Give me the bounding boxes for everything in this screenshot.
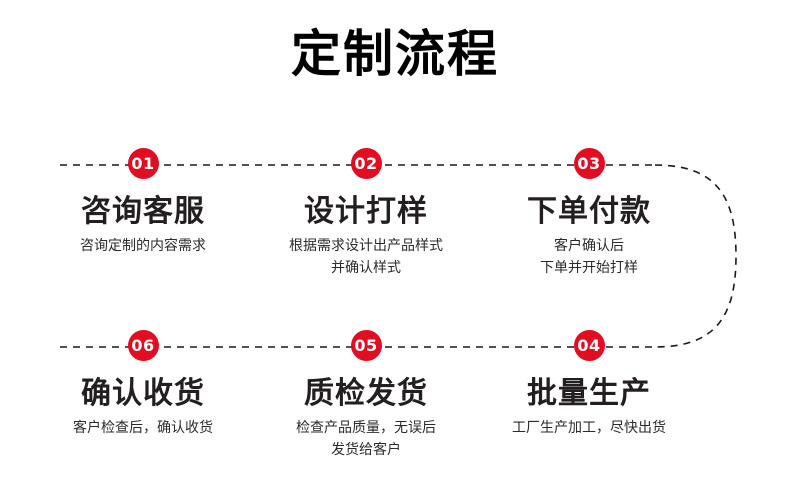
step-desc-02: 根据需求设计出产品样式 并确认样式: [289, 235, 443, 279]
step-title-01: 咨询客服: [81, 194, 205, 229]
step-desc-line: 咨询定制的内容需求: [80, 238, 206, 254]
step-desc-06: 客户检查后，确认收货: [73, 417, 213, 439]
page-title: 定制流程: [291, 25, 499, 83]
step-desc-03: 客户确认后 下单并开始打样: [540, 235, 638, 279]
step-badge-01: 01: [127, 148, 159, 179]
step-desc-line: 检查产品质量，无误后: [296, 420, 436, 436]
flow-step-03[interactable]: 03 下单付款 客户确认后 下单并开始打样: [478, 148, 700, 279]
flow-step-02[interactable]: 02 设计打样 根据需求设计出产品样式 并确认样式: [255, 148, 477, 279]
step-title-03: 下单付款: [527, 194, 651, 229]
step-badge-02: 02: [350, 148, 382, 179]
flow-step-06[interactable]: 06 确认收货 客户检查后，确认收货: [32, 330, 254, 461]
step-title-04: 批量生产: [527, 376, 651, 411]
flow-step-05[interactable]: 05 质检发货 检查产品质量，无误后 发货给客户: [255, 330, 477, 461]
step-title-02: 设计打样: [304, 194, 428, 229]
step-desc-line: 并确认样式: [331, 260, 401, 276]
step-title-06: 确认收货: [81, 376, 205, 411]
step-title-05: 质检发货: [304, 376, 428, 411]
flow-step-01[interactable]: 01 咨询客服 咨询定制的内容需求: [32, 148, 254, 279]
step-desc-line: 发货给客户: [331, 442, 401, 458]
flow-row-bottom: 06 确认收货 客户检查后，确认收货 05 质检发货 检查产品质量，无误后 发货…: [0, 330, 790, 461]
step-desc-line: 客户确认后: [554, 238, 624, 254]
step-desc-01: 咨询定制的内容需求: [80, 235, 206, 257]
step-desc-line: 下单并开始打样: [540, 260, 638, 276]
flow-row-top: 01 咨询客服 咨询定制的内容需求 02 设计打样 根据需求设计出产品样式 并确…: [0, 148, 790, 279]
step-badge-03: 03: [573, 148, 605, 179]
step-badge-06: 06: [127, 330, 159, 361]
step-desc-05: 检查产品质量，无误后 发货给客户: [296, 417, 436, 461]
step-desc-line: 根据需求设计出产品样式: [289, 238, 443, 254]
step-badge-04: 04: [573, 330, 605, 361]
step-desc-line: 客户检查后，确认收货: [73, 420, 213, 436]
step-desc-line: 工厂生产加工，尽快出货: [512, 420, 666, 436]
step-desc-04: 工厂生产加工，尽快出货: [512, 417, 666, 439]
flow-step-04[interactable]: 04 批量生产 工厂生产加工，尽快出货: [478, 330, 700, 461]
step-badge-05: 05: [350, 330, 382, 361]
